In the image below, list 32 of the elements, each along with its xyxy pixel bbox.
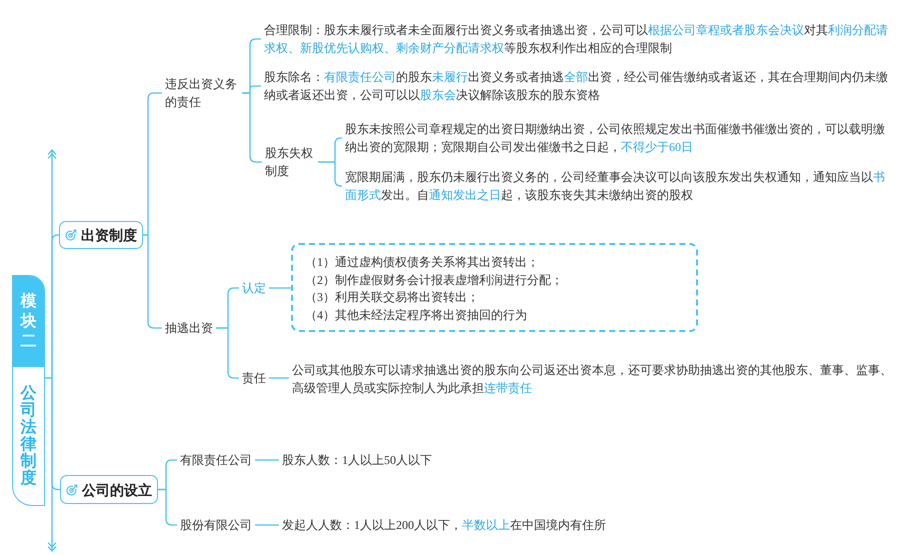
list-item: （2）制作虚假财务会计报表虚增利润进行分配；	[305, 272, 564, 288]
topic-title: 公司的设立	[82, 480, 152, 498]
note-text: 股东未按照公司章程规定的出资日期缴纳出资，公司依照规定发出书面催缴书催缴出资的，可以载明缴纳出资的宽限期；宽限期自公司发出催缴书之日起，不得少于60日	[345, 120, 895, 156]
note-text: 股东除名：有限责任公司的股东未履行出资义务或者抽逃全部出资，经公司催告缴纳或者返还，其在合理期间内仍未缴纳或者返还出资，公司可以以股东会决议解除该股东的股东资格	[264, 68, 898, 104]
connector-line	[269, 377, 289, 379]
module-heading: 模块二	[13, 276, 44, 367]
branch-label: 股东失权制度	[265, 144, 315, 180]
branch-label: 有限责任公司	[180, 451, 252, 469]
topic-box	[60, 475, 158, 504]
branch-label: 股份有限公司	[180, 516, 252, 534]
module-tab	[12, 275, 45, 506]
note-text: 合理限制：股东未履行或者未全面履行出资义务或者抽逃出资，公司可以根据公司章程或者股东会决议对其利润分配请求权、新股优先认购权、剩余财产分配请求权等股东权利作出相应的合理限制	[264, 21, 898, 57]
connector-line	[143, 234, 162, 329]
topic-title: 出资制度	[81, 226, 137, 244]
list-item: （4）其他未经法定程序将出资抽回的行为	[305, 306, 528, 324]
connector-line	[255, 459, 279, 461]
branch-label: 责任	[242, 369, 266, 387]
topic-box	[59, 221, 143, 249]
connector-line	[255, 524, 279, 526]
note-text: 公司或其他股东可以请求抽逃出资的股东向公司返还出资本息，还可要求协助抽逃出资的其他股东、董事、监事、高级管理人员或实际控制人为此承担连带责任	[292, 361, 898, 397]
chapter-title: 公司法律制度	[20, 385, 36, 487]
branch-label: 违反出资义务的责任	[165, 75, 239, 111]
note-text: 股东人数：1人以上50人以下	[282, 451, 432, 469]
list-item: （3）利用关联交易将出资转出；	[305, 289, 480, 306]
branch-label: 抽逃出资	[165, 319, 213, 337]
note-text: 发起人人数：1人以上200人以下，半数以上在中国境内有住所	[282, 516, 606, 534]
note-text: 宽限期届满，股东仍未履行出资义务的，公司经董事会决议可以向该股东发出失权通知，通知应当以书面形式发出。自通知发出之日起，该股东丧失其未缴纳出资的股权	[345, 168, 895, 204]
list-item: （1）通过虚构债权债务关系将其出资转出；	[305, 254, 540, 271]
branch-label: 认定	[242, 279, 266, 297]
note-box	[291, 243, 698, 332]
connector-line	[45, 377, 60, 490]
connector-line	[269, 287, 291, 289]
